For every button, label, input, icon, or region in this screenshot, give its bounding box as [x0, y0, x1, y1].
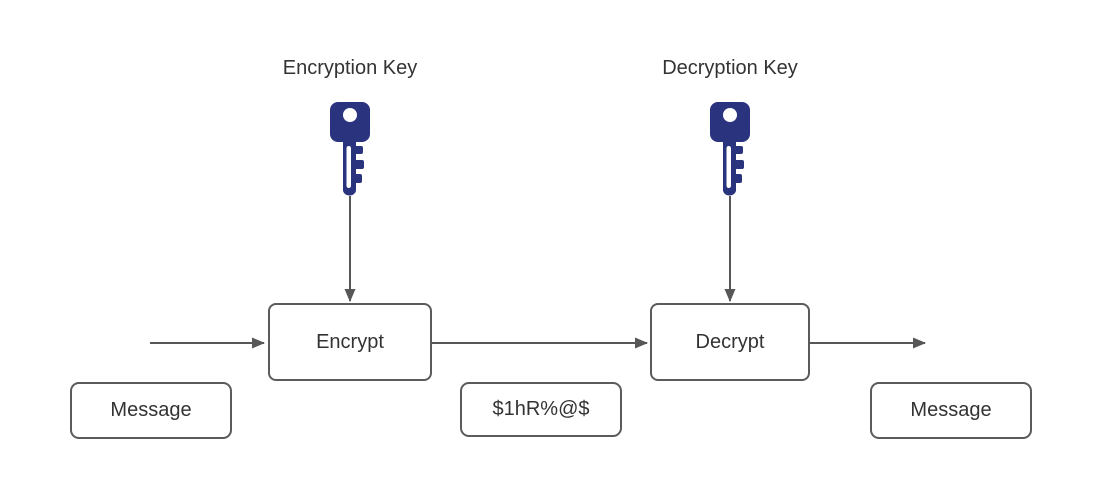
- decryption-key-label: Decryption Key: [662, 57, 798, 79]
- ciphertext-box: $1hR%@$: [460, 382, 622, 437]
- decrypt-box: Decrypt: [650, 303, 810, 381]
- decryption-key-icon: [710, 102, 750, 196]
- encrypt-box: Encrypt: [268, 303, 432, 381]
- encryption-key-label: Encryption Key: [282, 57, 418, 79]
- message-box-right: Message: [870, 382, 1032, 439]
- encryption-key-icon: [330, 102, 370, 196]
- message-box-left: Message: [70, 382, 232, 439]
